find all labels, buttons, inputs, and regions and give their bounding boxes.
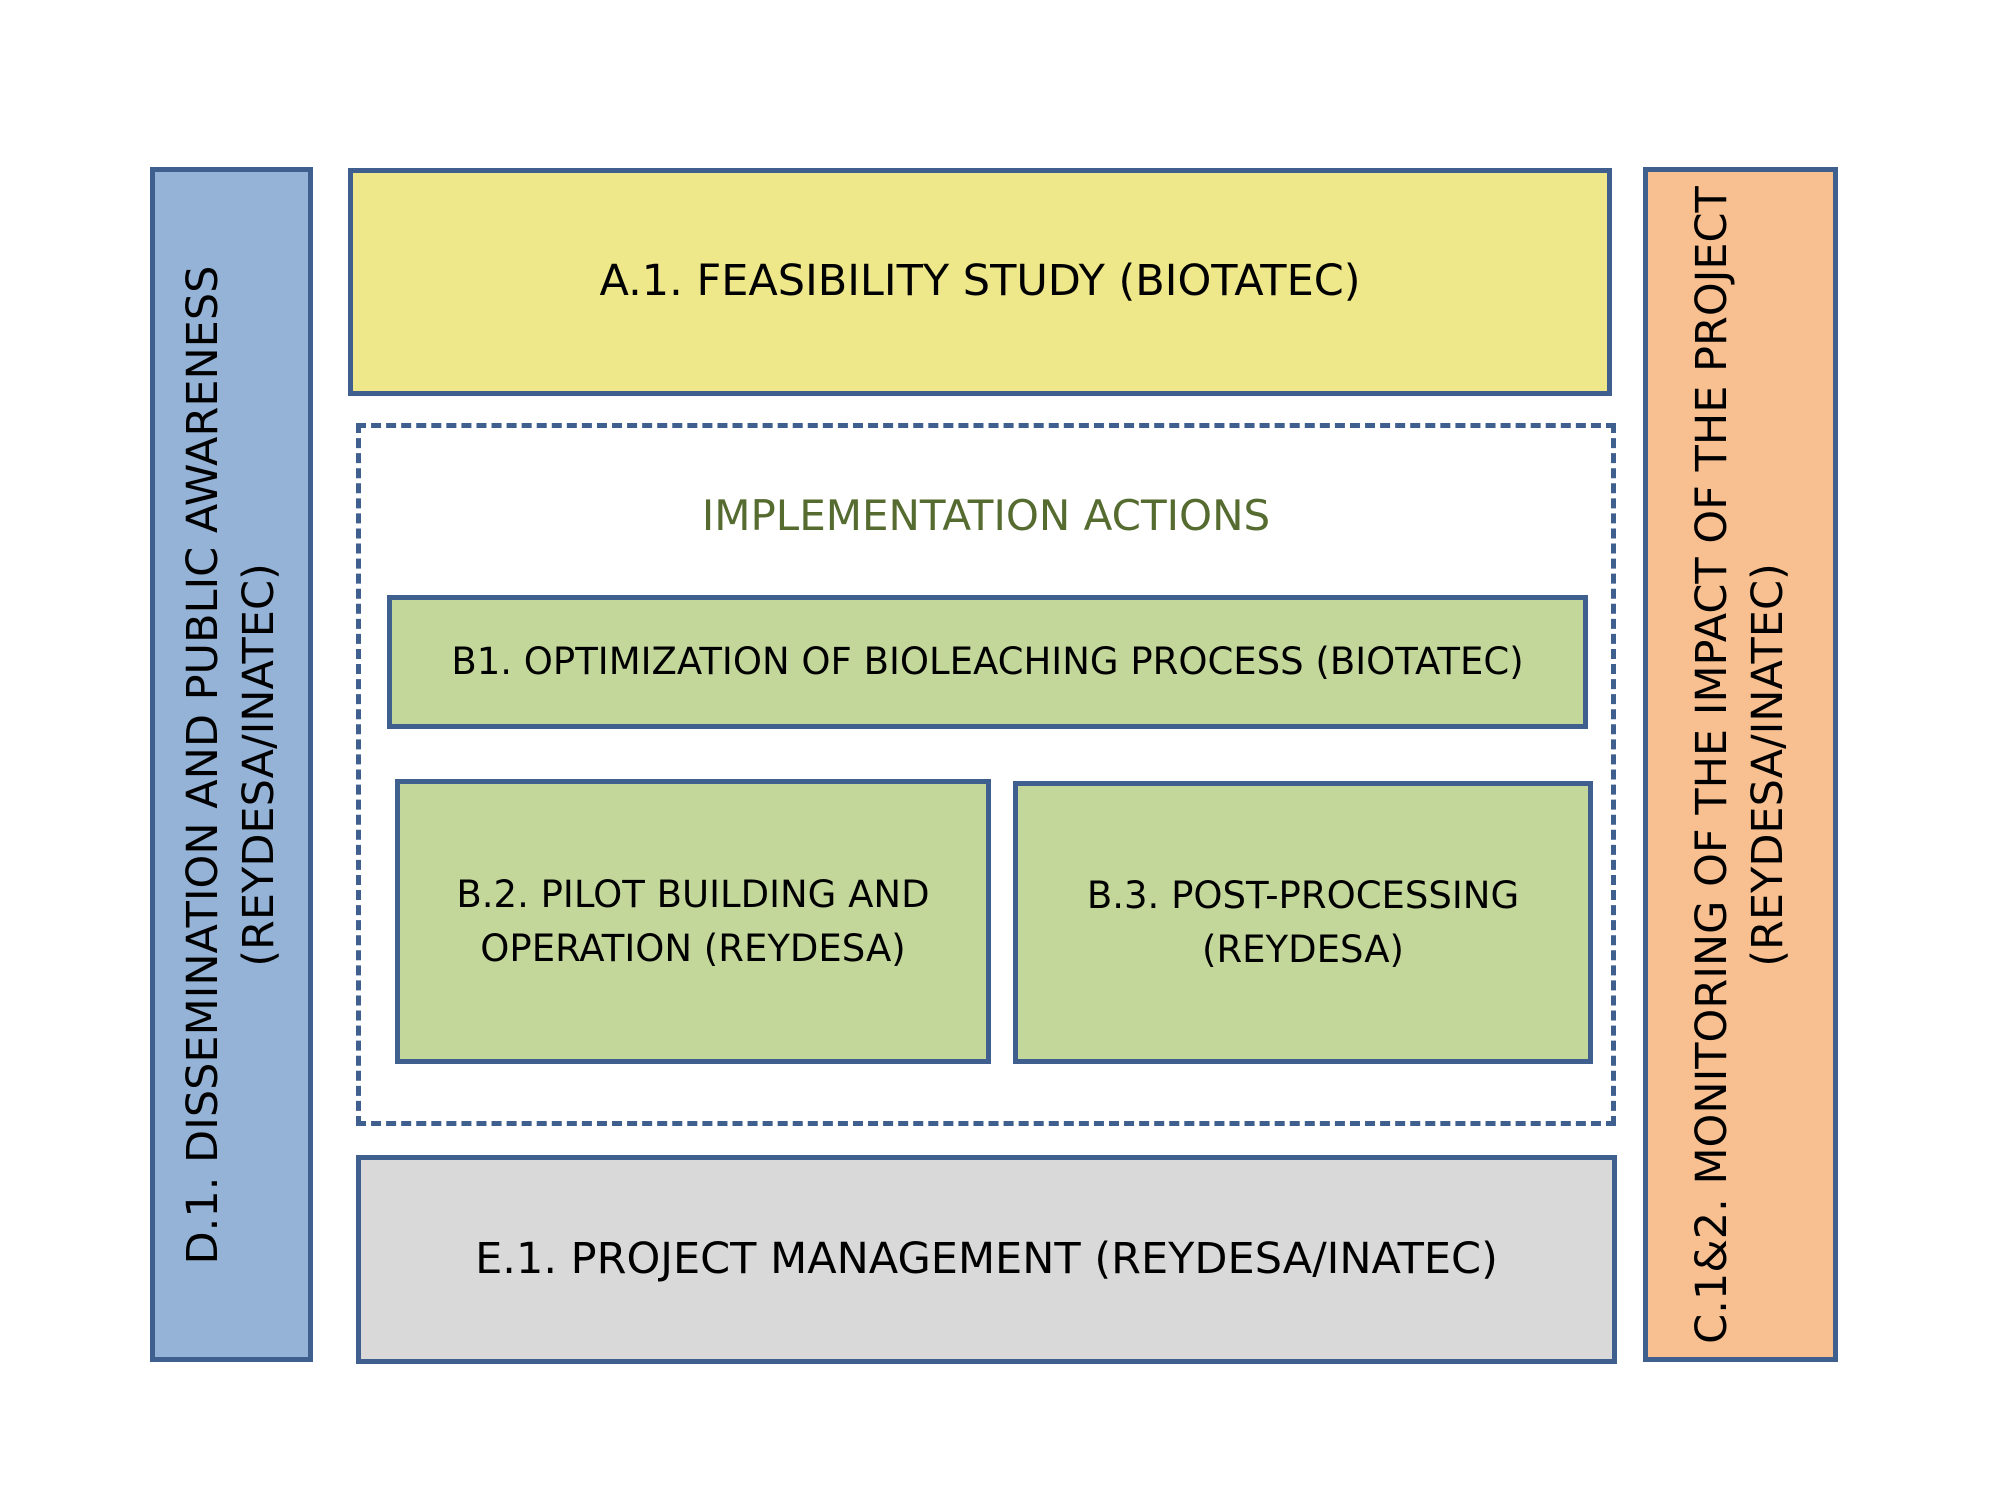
pilot-building-label: B.2. PILOT BUILDING AND OPERATION (REYDE… [456,868,929,975]
monitoring-partners: (REYDESA/INATEC) [1742,562,1793,967]
dissemination-label: D.1. DISSEMINATION AND PUBLIC AWARENESS … [176,265,288,1264]
post-processing-line-1: B.3. POST-PROCESSING [1086,873,1520,917]
pilot-building-line-1: B.2. PILOT BUILDING AND [456,872,930,916]
implementation-actions-container: IMPLEMENTATION ACTIONS [356,423,1616,1126]
bioleaching-optimization-box: B1. OPTIMIZATION OF BIOLEACHING PROCESS … [387,595,1588,729]
bioleaching-optimization-label: B1. OPTIMIZATION OF BIOLEACHING PROCESS … [451,639,1524,683]
feasibility-study-box: A.1. FEASIBILITY STUDY (BIOTATEC) [348,168,1612,396]
implementation-actions-title: IMPLEMENTATION ACTIONS [701,491,1271,540]
project-management-label: E.1. PROJECT MANAGEMENT (REYDESA/INATEC) [475,1233,1498,1284]
monitoring-box: C.1&2. MONITORING OF THE IMPACT OF THE P… [1643,167,1838,1362]
dissemination-partners: (REYDESA/INATEC) [233,562,284,967]
post-processing-label: B.3. POST-PROCESSING (REYDESA) [1087,869,1519,976]
pilot-building-box: B.2. PILOT BUILDING AND OPERATION (REYDE… [395,779,991,1064]
monitoring-title: C.1&2. MONITORING OF THE IMPACT OF THE P… [1686,185,1737,1344]
pilot-building-line-2: OPERATION (REYDESA) [480,926,906,970]
monitoring-label: C.1&2. MONITORING OF THE IMPACT OF THE P… [1685,186,1797,1344]
feasibility-study-label: A.1. FEASIBILITY STUDY (BIOTATEC) [599,256,1361,307]
post-processing-box: B.3. POST-PROCESSING (REYDESA) [1013,781,1593,1064]
dissemination-box: D.1. DISSEMINATION AND PUBLIC AWARENESS … [150,167,313,1362]
post-processing-line-2: (REYDESA) [1202,927,1404,971]
dissemination-title: D.1. DISSEMINATION AND PUBLIC AWARENESS [177,265,228,1264]
project-management-box: E.1. PROJECT MANAGEMENT (REYDESA/INATEC) [356,1155,1617,1364]
